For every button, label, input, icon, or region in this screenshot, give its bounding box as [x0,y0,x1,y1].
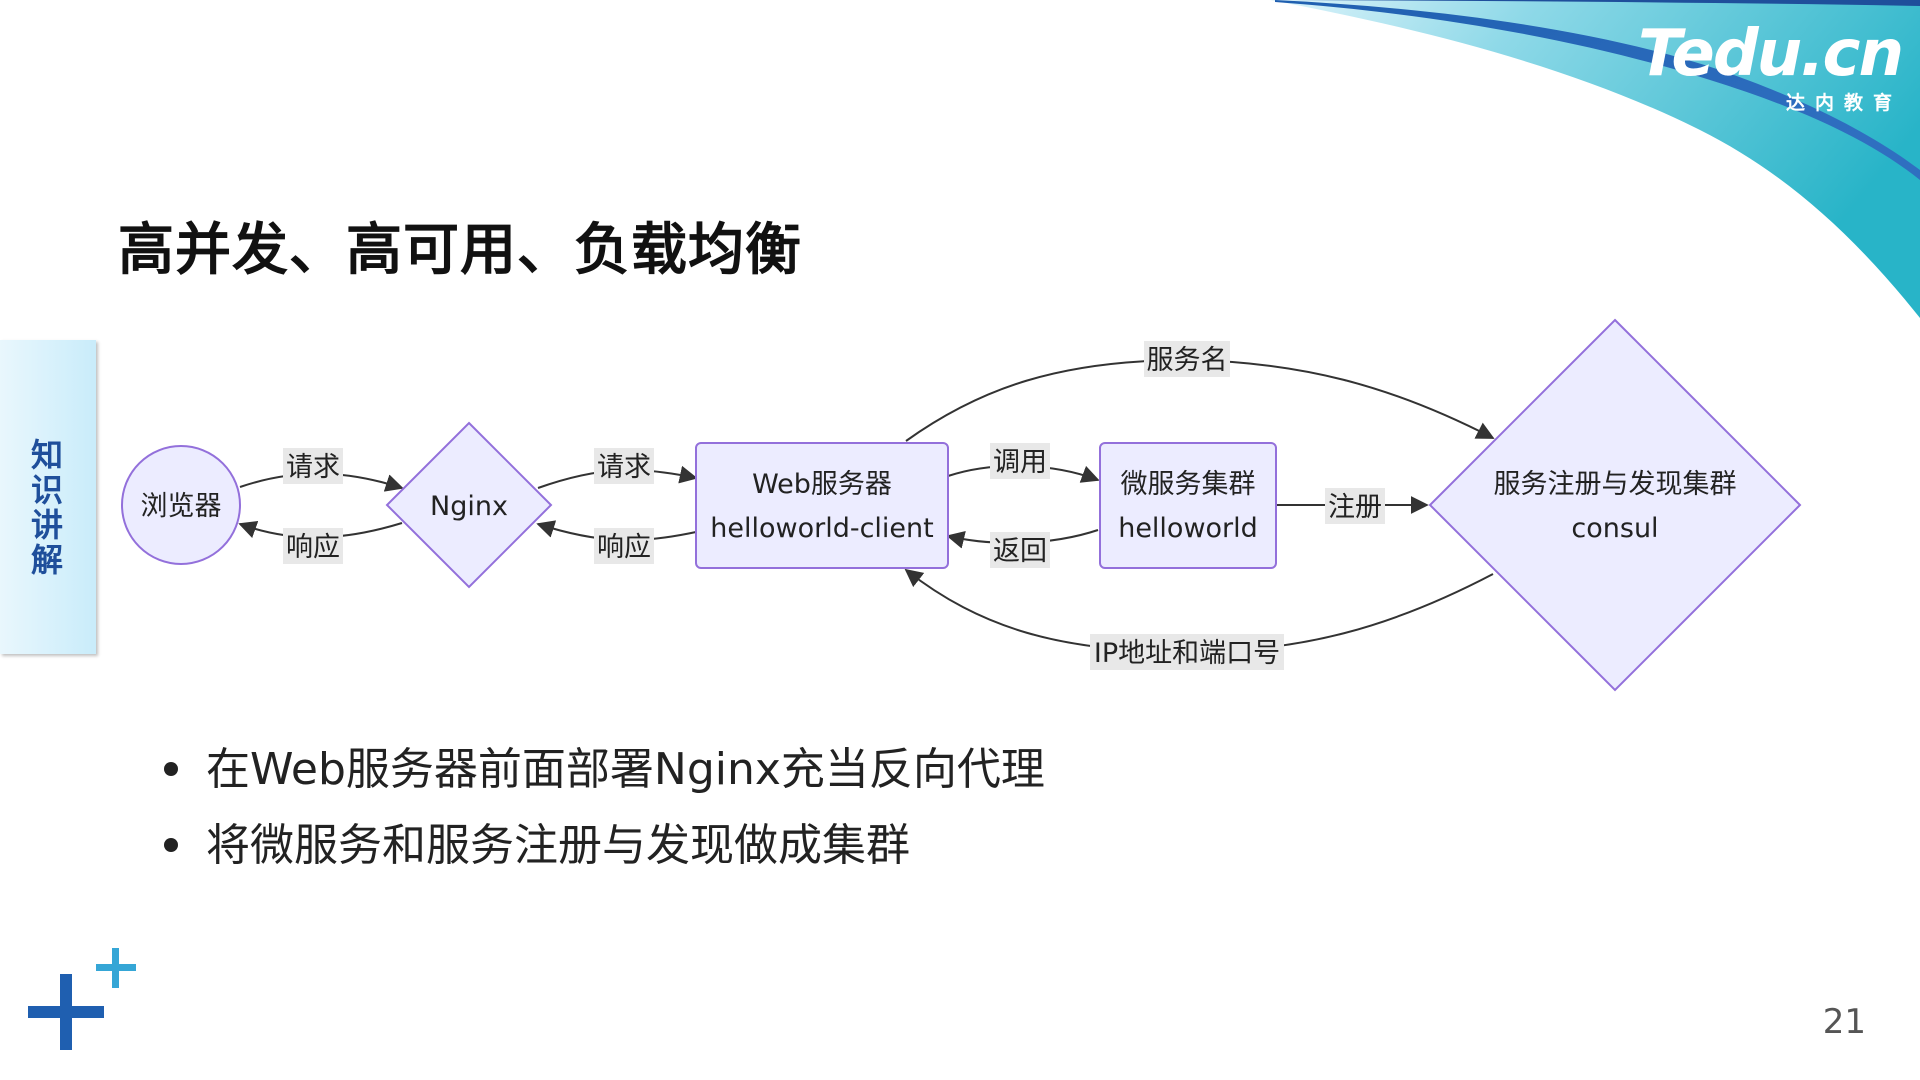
bullet-list: 在Web服务器前面部署Nginx充当反向代理 将微服务和服务注册与发现做成集群 [160,732,1045,884]
label-micro-to-consul: 注册 [1328,492,1382,523]
bullet-text: 将微服务和服务注册与发现做成集群 [206,820,910,871]
label-web-to-nginx: 响应 [597,532,651,563]
section-tab: 知识讲解 [0,340,96,654]
node-nginx-label: Nginx [430,491,508,522]
label-consul-to-web: IP地址和端口号 [1094,638,1280,669]
label-browser-to-nginx: 请求 [286,452,340,483]
node-consul-cluster: 服务注册与发现集群 consul [1428,318,1802,692]
node-web-line1: Web服务器 [752,469,892,500]
label-nginx-to-web: 请求 [597,452,651,483]
node-nginx: Nginx [385,421,553,589]
node-micro-line2: helloworld [1118,513,1258,544]
diagram-nodes: 浏览器 Nginx Web服务器 helloworld-client 微服务集群… [121,318,1802,692]
node-browser: 浏览器 [121,445,241,565]
node-browser-label: 浏览器 [141,491,222,522]
logo-text: Tedu.cn [1638,17,1904,91]
edge-labels: 请求 响应 请求 响应 调用 返回 注册 服务名 IP地址和端口号 [283,341,1385,670]
page-number: 21 [1822,1002,1866,1042]
node-micro-line1: 微服务集群 [1121,469,1256,500]
bullet-dot-icon [164,838,178,852]
bullet-item: 将微服务和服务注册与发现做成集群 [160,808,1045,884]
label-nginx-to-browser: 响应 [286,532,340,563]
bullet-dot-icon [164,762,178,776]
logo-subtitle: 达内教育 [1785,92,1902,114]
node-microservice-cluster: 微服务集群 helloworld [1099,442,1277,569]
bullet-item: 在Web服务器前面部署Nginx充当反向代理 [160,732,1045,808]
node-consul-line2: consul [1571,513,1658,544]
node-web-line2: helloworld-client [710,513,934,544]
label-web-to-micro: 调用 [993,447,1047,478]
label-web-to-consul: 服务名 [1147,345,1228,376]
section-tab-label: 知识讲解 [26,438,64,578]
page-title: 高并发、高可用、负载均衡 [118,218,802,283]
tedu-logo: Tedu.cn 达内教育 [1638,17,1904,115]
label-micro-to-web: 返回 [993,536,1047,567]
node-consul-line1: 服务注册与发现集群 [1494,469,1737,500]
node-web-server: Web服务器 helloworld-client [695,442,949,569]
bullet-text: 在Web服务器前面部署Nginx充当反向代理 [206,744,1045,795]
